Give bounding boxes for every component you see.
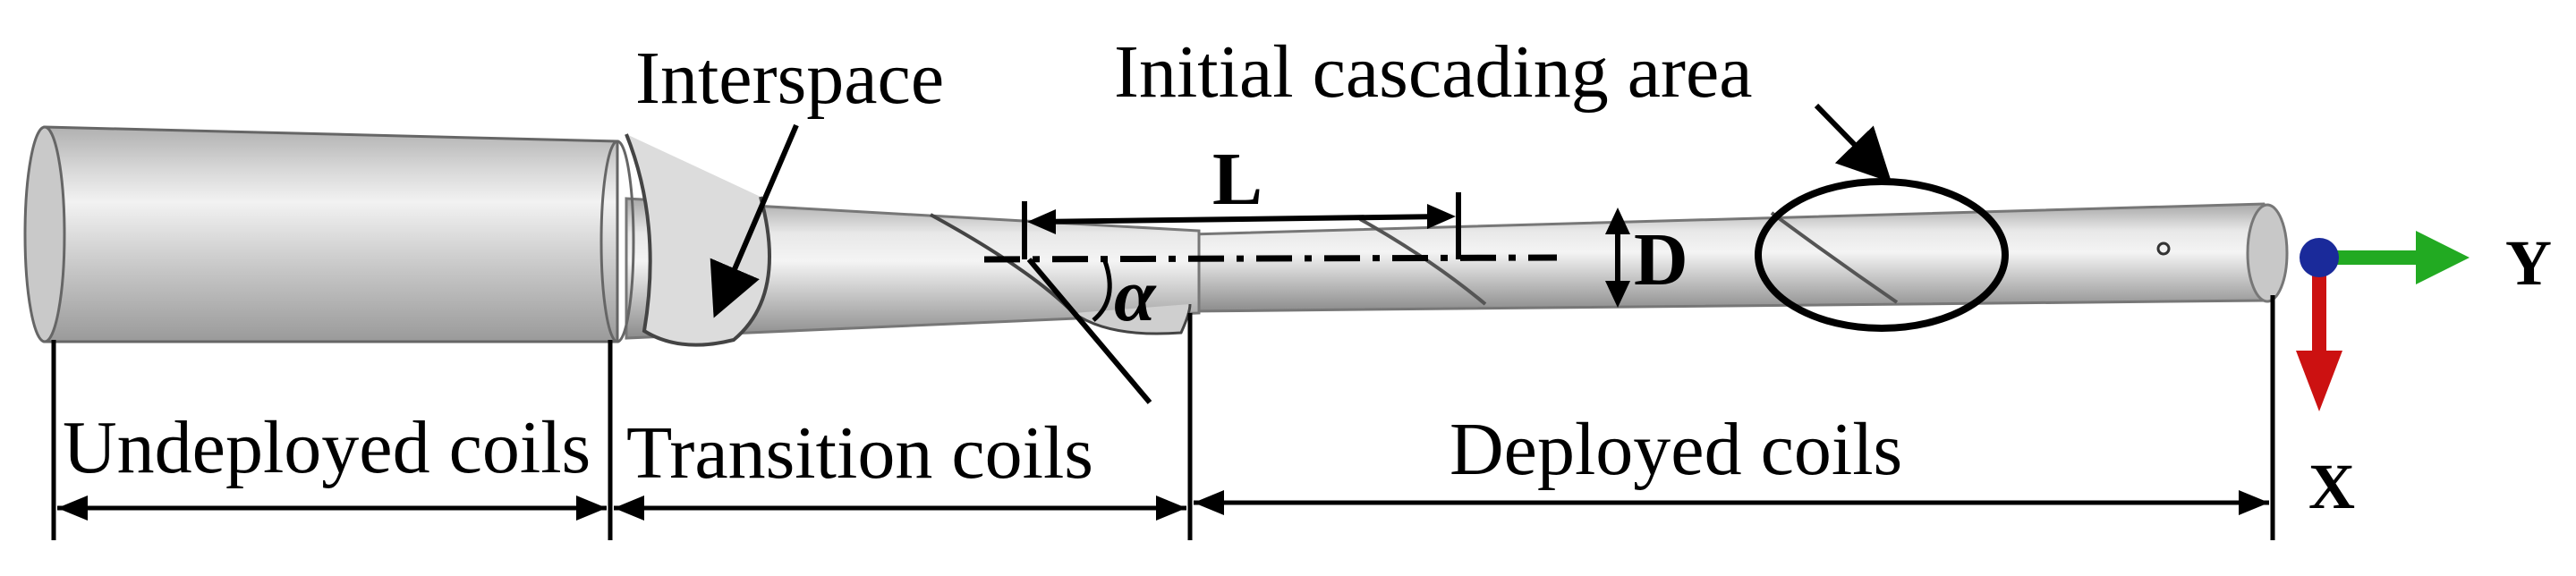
undeployed-coil-tube bbox=[23, 125, 635, 343]
undeployed-coils-label: Undeployed coils bbox=[63, 406, 591, 489]
transition-coil-tube bbox=[625, 133, 1201, 347]
transition-coils-label: Transition coils bbox=[626, 411, 1093, 495]
section-dimension-arrows bbox=[57, 490, 2269, 521]
interspace-pointer bbox=[710, 123, 799, 318]
cascading-area-pointer bbox=[1814, 103, 1892, 183]
diameter-dimension bbox=[1605, 208, 1630, 308]
diameter-label: D bbox=[1634, 218, 1688, 301]
length-dimension bbox=[1022, 192, 1461, 259]
x-axis-arrow bbox=[2312, 261, 2326, 360]
length-label: L bbox=[1212, 138, 1262, 221]
coordinate-axes bbox=[2296, 231, 2470, 411]
cascading-area-ellipse bbox=[1755, 178, 2009, 332]
x-axis-label: X bbox=[2308, 451, 2355, 522]
initial-cascading-area-label: Initial cascading area bbox=[1114, 30, 1753, 114]
y-axis-arrow bbox=[2326, 250, 2425, 265]
deployed-coils-label: Deployed coils bbox=[1450, 408, 1902, 491]
angle-label: α bbox=[1114, 254, 1157, 337]
deployed-coil-tube bbox=[1188, 202, 2289, 313]
section-boundaries bbox=[51, 295, 2275, 540]
origin-dot bbox=[2300, 238, 2339, 277]
angle-marker bbox=[1026, 258, 1152, 404]
axis-centerline bbox=[983, 254, 1558, 263]
y-axis-label: Y bbox=[2505, 227, 2552, 299]
interspace-label: Interspace bbox=[635, 37, 944, 120]
